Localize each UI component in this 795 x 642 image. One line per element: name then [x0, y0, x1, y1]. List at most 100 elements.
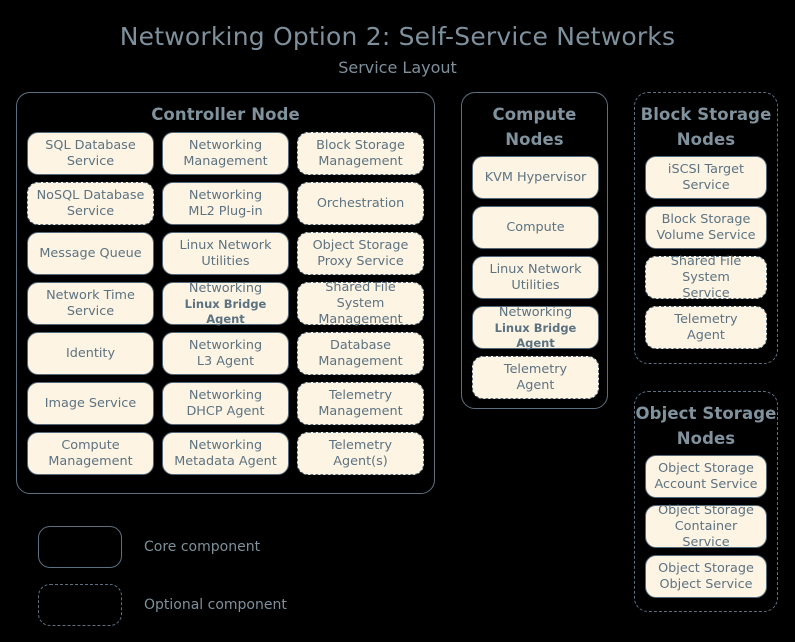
- service-box-line-1: Object Storage: [658, 560, 754, 576]
- group-title-object-storage-nodes: Object Storage Nodes: [635, 404, 777, 448]
- service-box-line-2: Agent: [687, 327, 725, 343]
- service-box-line-2: DHCP Agent: [186, 403, 265, 419]
- service-box-line-1: KVM Hypervisor: [484, 169, 587, 185]
- service-box-line-2: Metadata Agent: [174, 453, 277, 469]
- service-box-line-1: Object Storage: [658, 460, 754, 476]
- service-box-line-2: Management: [318, 311, 403, 327]
- service-box-line-1: Shared File System: [325, 279, 396, 311]
- group-title-compute-nodes: Compute Nodes: [492, 105, 577, 149]
- service-box-line-2: Utilities: [511, 277, 560, 293]
- service-box-line-2: Service: [682, 285, 730, 301]
- service-box-line-2: Service: [66, 203, 115, 219]
- service-box-line-1: Linux Network: [179, 237, 272, 253]
- service-box-line-1: SQL Database: [45, 137, 136, 153]
- service-box-line-1: Networking: [188, 437, 263, 453]
- service-box-line-2: Proxy Service: [317, 253, 404, 269]
- service-box-line-1: Compute: [506, 219, 565, 235]
- service-box-line-1: Networking: [498, 304, 573, 320]
- legend: Core component Optional component: [38, 518, 378, 634]
- service-box-line-1: Message Queue: [39, 245, 142, 261]
- title-block: Networking Option 2: Self-Service Networ…: [0, 22, 795, 78]
- service-box-line-2: Management: [318, 353, 403, 369]
- service-box-line-2: Management: [318, 153, 403, 169]
- service-box-line-2: Utilities: [201, 253, 250, 269]
- service-box-line-2: Management: [48, 453, 133, 469]
- service-box-line-1: Networking: [188, 280, 263, 296]
- service-box-line-1: Database: [329, 337, 392, 353]
- service-box-line-2: Container Service: [674, 518, 738, 550]
- legend-swatch-optional: [38, 584, 122, 626]
- service-box-line-2: Agent: [516, 377, 555, 393]
- service-box-line-1: Linux Network: [489, 261, 582, 277]
- service-box-line-1: Networking: [188, 337, 263, 353]
- service-box-line-2: Agent(s): [333, 453, 388, 469]
- service-box-line-2: Object Service: [659, 576, 753, 592]
- service-box-line-2: Management: [318, 403, 403, 419]
- service-box-line-1: Object Storage: [312, 237, 409, 253]
- service-box-line-2: Service: [66, 303, 115, 319]
- service-box-line-1: Orchestration: [316, 195, 405, 211]
- service-box-line-1: Networking: [188, 187, 263, 203]
- service-box-line-1: Telemetry: [674, 311, 738, 327]
- legend-swatch-core: [38, 526, 122, 568]
- service-box-line-2: Account Service: [654, 476, 758, 492]
- page-title: Networking Option 2: Self-Service Networ…: [119, 22, 676, 51]
- service-box: Orchestration: [297, 182, 424, 225]
- service-box-line-1: NoSQL Database: [36, 187, 145, 203]
- service-box-line-2: Linux Bridge Agent: [494, 320, 577, 350]
- service-box-line-1: Object Storage: [658, 502, 754, 518]
- service-box-line-2: L3 Agent: [196, 353, 255, 369]
- service-box-line-2: Service: [66, 153, 115, 169]
- service-box: Compute: [472, 206, 599, 249]
- service-box-line-1: Block Storage: [661, 211, 751, 227]
- legend-label-optional: Optional component: [144, 597, 287, 613]
- legend-row-optional: Optional component: [38, 576, 378, 634]
- service-box-line-1: Compute: [61, 437, 120, 453]
- service-box-line-2: Volume Service: [656, 227, 756, 243]
- service-box-line-1: Identity: [65, 345, 116, 361]
- service-box-line-1: Networking: [188, 387, 263, 403]
- service-box-line-1: Telemetry: [328, 437, 393, 453]
- service-box-line-2: Service: [682, 177, 730, 193]
- service-box-line-2: ML2 Plug-in: [188, 203, 263, 219]
- service-box-line-1: Shared File System: [670, 253, 742, 285]
- service-box: Image Service: [27, 382, 154, 425]
- service-box-line-1: Telemetry: [328, 387, 393, 403]
- service-box-line-1: iSCSI Target: [667, 161, 745, 177]
- service-box-line-2: Management: [183, 153, 268, 169]
- service-box-line-1: Image Service: [44, 395, 137, 411]
- service-box: Identity: [27, 332, 154, 375]
- service-box: KVM Hypervisor: [472, 156, 599, 199]
- service-box-line-1: Network Time: [46, 287, 135, 303]
- service-box: Message Queue: [27, 232, 154, 275]
- legend-row-core: Core component: [38, 518, 378, 576]
